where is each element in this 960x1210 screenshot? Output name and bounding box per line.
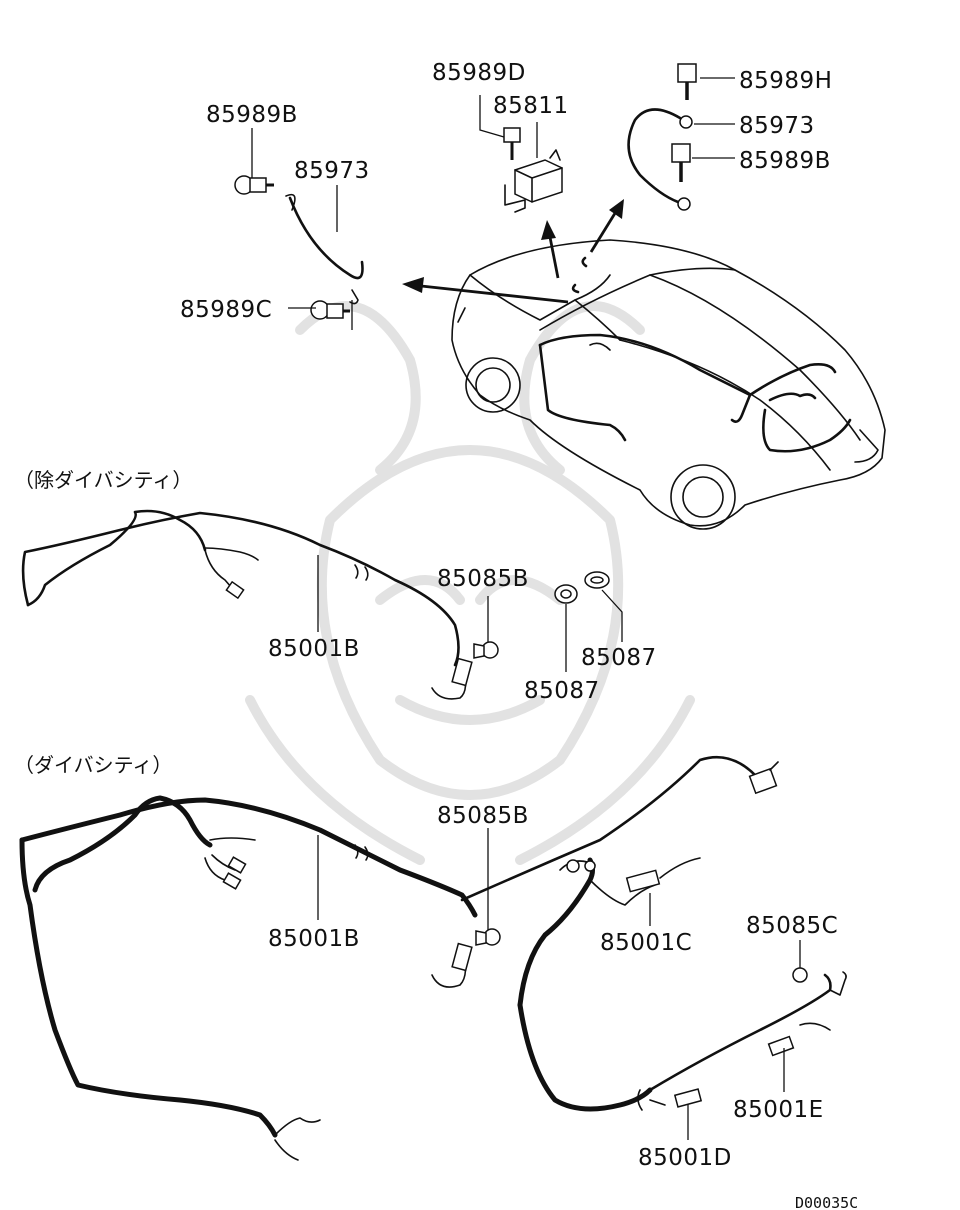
label-85989D: 85989D xyxy=(432,60,526,86)
label-85001B-a: 85001B xyxy=(268,636,360,662)
harness-icon xyxy=(538,333,852,453)
diagram-code: D00035C xyxy=(795,1194,858,1210)
section-with-diversity: （ダイバシティ） xyxy=(14,753,172,777)
relay-icon xyxy=(504,149,563,213)
bolt-icon xyxy=(503,127,521,160)
label-85001E: 85001E xyxy=(733,1097,824,1123)
clip-icon xyxy=(475,928,501,946)
label-85001C: 85001C xyxy=(600,930,692,956)
label-85085C: 85085C xyxy=(746,913,838,939)
clip-icon xyxy=(792,967,808,983)
label-85989B-left: 85989B xyxy=(206,102,298,128)
pointer-arrows xyxy=(402,199,624,304)
label-85085B-a: 85085B xyxy=(437,566,529,592)
bolt-icon xyxy=(677,63,697,100)
label-85811: 85811 xyxy=(493,93,569,119)
label-85973-left: 85973 xyxy=(294,158,370,184)
label-85087-b: 85087 xyxy=(524,678,600,704)
label-85989H: 85989H xyxy=(739,68,832,94)
label-85001B-b: 85001B xyxy=(268,926,360,952)
label-85001D: 85001D xyxy=(638,1145,732,1171)
bolt-icon xyxy=(671,143,691,182)
label-85989B-right: 85989B xyxy=(739,148,831,174)
clip-icon xyxy=(473,641,499,659)
car-body-icon xyxy=(451,239,886,530)
label-85973-right: 85973 xyxy=(739,113,815,139)
bolt-icon xyxy=(310,300,350,320)
grommet-icon xyxy=(554,571,610,604)
bolt-icon xyxy=(234,175,274,195)
label-85085B-b: 85085B xyxy=(437,803,529,829)
label-85989C: 85989C xyxy=(180,297,272,323)
section-without-diversity: （除ダイバシティ） xyxy=(14,468,192,492)
label-85087-a: 85087 xyxy=(581,645,657,671)
watermark-icon xyxy=(245,301,695,865)
